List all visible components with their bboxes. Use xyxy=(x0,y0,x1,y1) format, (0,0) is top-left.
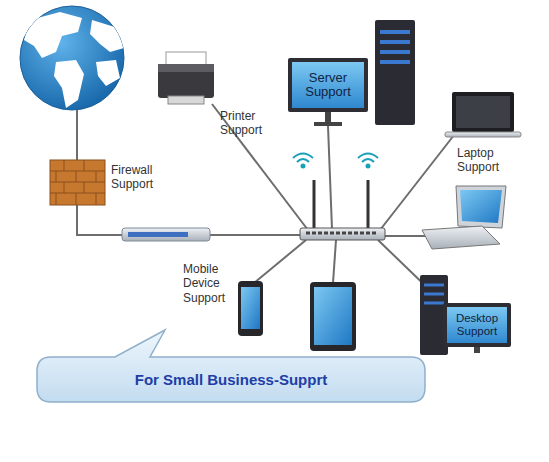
globe-icon xyxy=(20,6,124,110)
wireless-router-icon xyxy=(293,154,385,241)
wire xyxy=(328,126,332,229)
printer-body xyxy=(158,64,214,98)
desktop-screen: Desktop Support xyxy=(447,307,507,343)
laptop-icon xyxy=(422,186,506,249)
callout-shape xyxy=(35,326,427,404)
monitor-frame xyxy=(443,303,511,347)
antenna xyxy=(367,180,370,228)
device-label: Mobile Device Support xyxy=(183,262,235,305)
wire xyxy=(212,104,308,230)
callout-outline xyxy=(37,330,425,402)
drive-bays xyxy=(424,285,444,303)
callout-bubble: For Small Business-Supprt xyxy=(35,326,427,404)
wire xyxy=(383,235,428,237)
laptop-lid xyxy=(456,186,506,228)
laptop-screen xyxy=(456,96,510,128)
globe-sphere xyxy=(20,6,124,110)
desktop-icon xyxy=(420,275,511,355)
router-body xyxy=(300,228,385,240)
brick-wall xyxy=(50,160,105,205)
wifi-arc xyxy=(362,159,374,162)
node-label: Desktop Support xyxy=(447,312,507,337)
wifi-arc xyxy=(297,159,309,162)
modem-lights xyxy=(128,232,188,237)
paper-tray xyxy=(168,96,204,104)
tablet-body xyxy=(310,282,356,351)
wifi-dot xyxy=(367,165,370,168)
laptop-keyboard xyxy=(422,226,500,249)
laptop-lid xyxy=(452,92,514,132)
server-tower xyxy=(375,20,415,125)
printer-icon xyxy=(158,52,214,104)
wire xyxy=(380,130,458,230)
laptop-base xyxy=(445,132,521,137)
continent xyxy=(24,12,82,58)
callout-text: For Small Business-Supprt xyxy=(35,357,427,402)
node-label: Server Support xyxy=(292,71,364,100)
phone-icon xyxy=(238,281,263,336)
server-icon xyxy=(288,20,415,126)
globe-continents xyxy=(24,12,124,108)
wifi-symbol xyxy=(293,154,378,168)
device-label: Printer Support xyxy=(220,109,272,138)
router-ports xyxy=(306,232,378,235)
firewall-icon xyxy=(50,160,105,205)
wire xyxy=(77,205,124,235)
modem-body xyxy=(122,228,210,241)
wifi-arc xyxy=(358,154,378,159)
phone-screen xyxy=(241,287,260,329)
brick-lines xyxy=(50,160,105,205)
wire xyxy=(208,234,302,236)
tablet-icon xyxy=(310,282,356,351)
paper xyxy=(166,52,206,66)
phone-body xyxy=(238,281,263,336)
device-label: Laptop Support xyxy=(457,146,509,175)
continent xyxy=(54,60,84,108)
monitor-base xyxy=(314,122,342,126)
laptop-screen xyxy=(460,190,502,223)
monitor-frame xyxy=(288,58,368,112)
wifi-dot xyxy=(302,165,305,168)
continent xyxy=(96,60,120,86)
network-wires xyxy=(77,104,458,296)
monitor-stand xyxy=(474,347,480,353)
device-label: Firewall Support xyxy=(111,163,166,192)
antenna xyxy=(313,180,316,228)
tablet-screen xyxy=(314,287,352,345)
printer-top xyxy=(158,64,214,72)
laptop-icon xyxy=(445,92,521,137)
drive-bays xyxy=(380,32,410,62)
wifi-arc xyxy=(293,154,313,159)
server-screen: Server Support xyxy=(292,62,364,108)
continent xyxy=(90,20,124,52)
modem-icon xyxy=(122,228,210,241)
wire xyxy=(254,240,306,283)
monitor-stand xyxy=(325,112,331,122)
wire xyxy=(76,110,78,160)
wire xyxy=(333,240,336,283)
